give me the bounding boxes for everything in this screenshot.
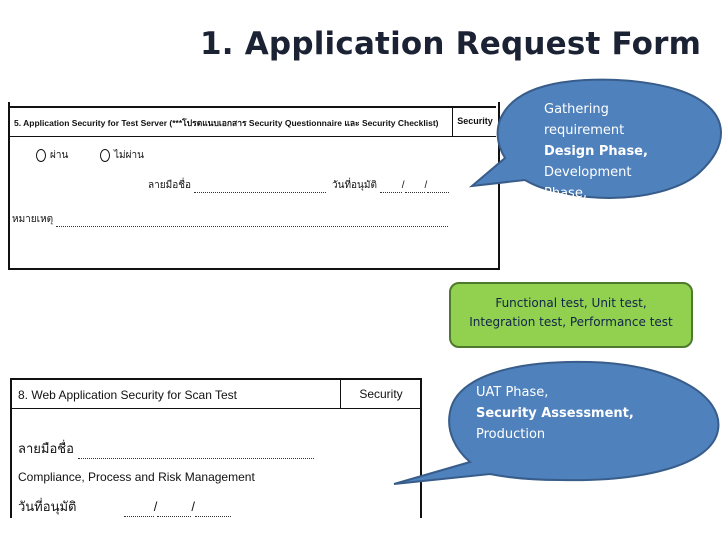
page-title: 1. Application Request Form [200,26,702,62]
security-column-header: Security [452,108,497,136]
date-month-line[interactable] [404,184,425,193]
approval-date-label: วันที่อนุมัติ [332,180,377,191]
security-column-header: Security [340,380,421,408]
fail-option[interactable]: ไม่ผ่าน [100,148,144,163]
application-security-form-section: 5. Application Security for Test Server … [8,102,500,270]
callout-line-bold: Design Phase, [544,144,648,159]
pass-option[interactable]: ผ่าน [36,148,68,163]
date-month-line[interactable] [157,508,192,517]
callout-line: Development [544,165,632,180]
testing-line: Integration test, Performance test [469,315,673,329]
remark-line[interactable] [55,218,448,227]
form-header-row: 8. Web Application Security for Scan Tes… [12,378,420,409]
callout-line-bold: Security Assessment, [476,406,634,421]
callout-bottom-bubble [393,360,720,485]
fail-label: ไม่ผ่าน [114,150,144,161]
remark-label: หมายเหตุ [12,214,54,225]
date-separator: / [153,499,158,514]
web-application-security-form-section: 8. Web Application Security for Scan Tes… [10,378,422,518]
form-header-text: 5. Application Security for Test Server … [14,118,439,128]
callout-line: Production [476,427,546,442]
callout-line: Gathering [544,102,609,117]
date-separator: / [401,180,405,191]
signature-label: ลายมือชื่อ [148,180,191,191]
date-day-line[interactable] [123,508,154,517]
date-separator: / [191,499,195,514]
signature-line[interactable] [193,184,326,193]
date-separator: / [424,180,428,191]
remark-field[interactable]: หมายเหตุ [12,212,448,227]
testing-phase-box: Functional test, Unit test, Integration … [449,282,693,348]
date-year-line[interactable] [427,184,450,193]
callout-bottom-text: UAT Phase, Security Assessment, Producti… [476,382,634,445]
callout-line: requirement [544,123,625,138]
signature-field[interactable]: ลายมือชื่อ [18,438,314,459]
callout-top-text: Gathering requirement Design Phase, Deve… [544,99,648,204]
testing-line: Functional test, Unit test, [495,296,647,310]
date-day-line[interactable] [379,184,402,193]
date-year-line[interactable] [194,508,231,517]
callout-top-bubble [468,78,722,199]
approval-date-field[interactable]: วันที่อนุมัติ / / [18,496,231,517]
radio-icon[interactable] [100,148,110,162]
radio-icon[interactable] [36,148,46,162]
approval-date-field[interactable]: วันที่อนุมัติ / / [332,178,450,193]
pass-label: ผ่าน [50,150,69,161]
form-header-text: 8. Web Application Security for Scan Tes… [18,388,238,402]
department-text: Compliance, Process and Risk Management [18,470,255,484]
callout-line: Phase, [544,186,587,201]
approval-date-label: วันที่อนุมัติ [18,499,77,514]
signature-line[interactable] [77,450,314,459]
signature-field[interactable]: ลายมือชื่อ [148,178,326,193]
signature-label: ลายมือชื่อ [18,441,74,456]
form-header-row: 5. Application Security for Test Server … [10,106,496,137]
callout-line: UAT Phase, [476,385,549,400]
